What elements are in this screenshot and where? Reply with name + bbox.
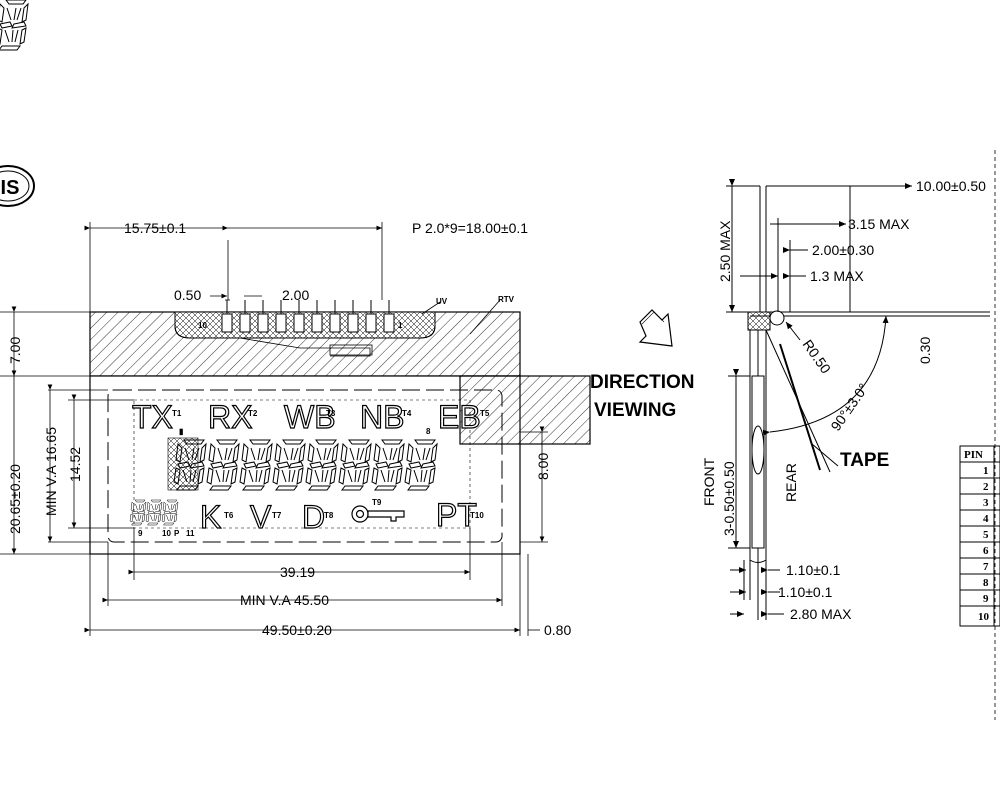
- seg-t2: T2: [248, 409, 258, 418]
- label-rear: REAR: [783, 463, 799, 502]
- pin-row: 8: [983, 577, 989, 589]
- seg-t9: T9: [372, 498, 382, 507]
- direction-line1: DIRECTION: [590, 372, 695, 393]
- pin-row: 9: [983, 593, 989, 605]
- seg-t1: T1: [172, 409, 182, 418]
- dim-3-15-max: 3.15 MAX: [848, 216, 910, 232]
- dim-2-80-max: 2.80 MAX: [790, 606, 852, 622]
- pin-row: 3: [983, 497, 989, 509]
- pin10-label: 10: [198, 321, 207, 330]
- polarizer-tab: [459, 375, 591, 445]
- icon-row-3: K T6 V T7 D T8 T9 PT T10 9 10 P 11: [129, 496, 484, 538]
- seg-t7: T7: [272, 511, 282, 520]
- company-logo: IS: [0, 165, 35, 207]
- pin-row: 6: [983, 545, 989, 557]
- pin-table: [959, 445, 1000, 627]
- seg-pt: PT: [436, 497, 477, 533]
- pin-row: 7: [983, 561, 989, 573]
- dim-1-3-max: 1.3 MAX: [810, 268, 864, 284]
- seg-t6: T6: [224, 511, 234, 520]
- seg-v: V: [250, 499, 272, 535]
- key-icon: [351, 505, 405, 523]
- pin-row: 1: [983, 465, 989, 477]
- dim-min-va-45-50: MIN V.A 45.50: [240, 592, 329, 608]
- seg-n9: 9: [138, 529, 143, 538]
- dim-7-00: 7.00: [7, 337, 23, 364]
- dim-39-19: 39.19: [280, 564, 315, 580]
- icon-row-1: TX T1 RX T2 WB T3 NB T4 EB T5: [131, 398, 490, 435]
- seg-d: D: [302, 499, 325, 535]
- digit-first-detail: [167, 437, 199, 491]
- direction-line2: VIEWING: [594, 400, 676, 421]
- label-rtv: RTV: [498, 295, 515, 304]
- pins: [221, 300, 395, 333]
- label-front: FRONT: [701, 457, 717, 506]
- dim-8-00: 8.00: [535, 453, 551, 480]
- dim-20-65: 20.65±0.20: [7, 464, 23, 534]
- dim-14-52: 14.52: [67, 447, 83, 482]
- dim-1-10-b: 1.10±0.1: [778, 584, 833, 600]
- pin-row: 2: [983, 481, 989, 493]
- seg-n11: 11: [186, 529, 195, 538]
- logo-text: IS: [1, 177, 20, 199]
- dim-2-00: 2.00: [282, 287, 309, 303]
- dim-15-75: 15.75±0.1: [124, 220, 186, 236]
- seg-bar: ▮: [179, 427, 183, 436]
- dim-min-va-16-65: MIN V.A 16.65: [43, 427, 59, 516]
- pin-row: 5: [983, 529, 989, 541]
- seg-p: P: [174, 529, 180, 538]
- side-view: [726, 179, 990, 620]
- seg-eb: EB: [438, 399, 481, 435]
- label-tape: TAPE: [840, 450, 889, 471]
- pin-row: 10: [978, 611, 990, 623]
- seg-k: K: [200, 499, 221, 535]
- pin1-label: 1: [398, 321, 403, 330]
- front-view: 10 1 TX T1 RX T2 WB T3 NB T4 EB T5: [0, 0, 591, 555]
- direction-arrow-icon: [638, 309, 673, 347]
- dim-10-00: 10.00±0.50: [916, 178, 986, 194]
- seg-tx: TX: [132, 399, 173, 435]
- lcd-glass: [89, 375, 521, 555]
- seg-t10: T10: [470, 511, 484, 520]
- seg-t4: T4: [402, 409, 412, 418]
- dim-pitch: P 2.0*9=18.00±0.1: [412, 220, 528, 236]
- dim-angle: 90°±3.0°: [827, 380, 871, 433]
- seg-nb: NB: [360, 399, 404, 435]
- seg-t8: T8: [324, 511, 334, 520]
- seg-t5: T5: [480, 409, 490, 418]
- front-dimensions: [0, 222, 548, 636]
- dim-3-050: 3-0.50±0.50: [721, 461, 737, 536]
- seg-n10: 10: [162, 529, 171, 538]
- dim-0-30: 0.30: [917, 337, 933, 364]
- seg-wb: WB: [284, 399, 336, 435]
- digit-row: [0, 0, 438, 491]
- pin-row: 4: [983, 513, 989, 525]
- dim-2-00-side: 2.00±0.30: [812, 242, 874, 258]
- dim-r0-50: R0.50: [800, 337, 835, 377]
- label-uv: UV: [436, 297, 448, 306]
- seg-t3: T3: [326, 409, 336, 418]
- dim-1-10-a: 1.10±0.1: [786, 562, 841, 578]
- dim-49-50: 49.50±0.20: [262, 622, 332, 638]
- dim-0-50: 0.50: [174, 287, 201, 303]
- uv-seal: [174, 311, 436, 339]
- pin-table-header: PIN: [964, 449, 983, 461]
- seg-rx: RX: [208, 399, 252, 435]
- dim-2-50-max: 2.50 MAX: [717, 220, 733, 282]
- seg-8: 8: [426, 427, 431, 436]
- dim-0-80: 0.80: [544, 622, 571, 638]
